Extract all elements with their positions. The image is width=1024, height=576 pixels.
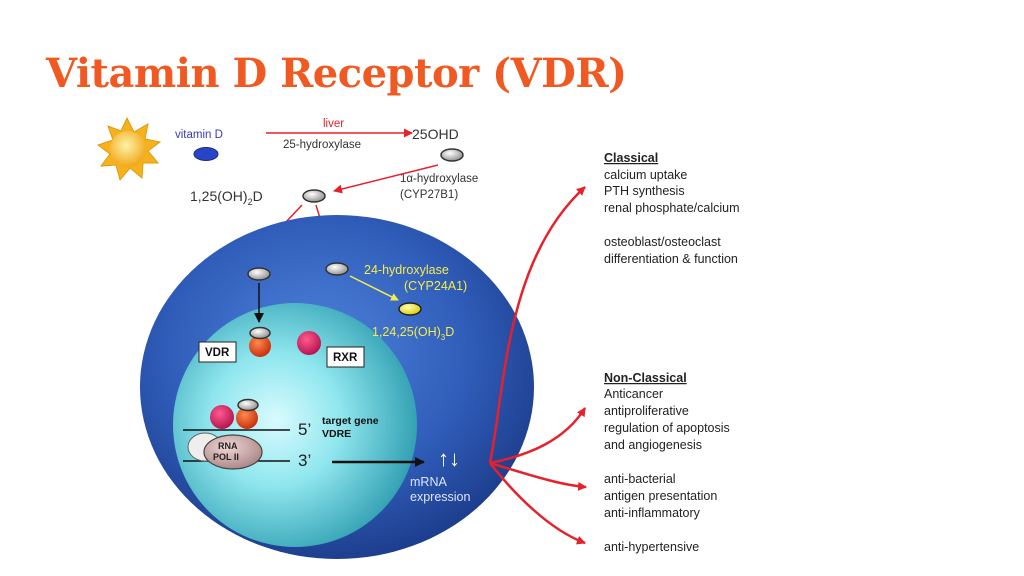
non-classical-item: antiproliferative [604,404,689,418]
target-gene-label: target gene [322,415,379,427]
non-classical-item: anti-inflammatory [604,506,701,520]
vdr-label-box [198,341,237,363]
ligand-cytoplasm-right [325,262,349,276]
pol-label: POL II [213,452,239,462]
vdr-label: VDR [205,347,230,359]
effect-arrows [488,186,587,545]
non-classical-item: Anticancer [604,387,663,401]
arrow-to-immune [489,461,587,491]
rxr-label: RXR [333,352,358,364]
hydroxylase-24-label: 24-hydroxylase [364,263,449,277]
sun-icon [96,116,162,182]
mrna-label: mRNA [410,475,447,489]
ohd25-label: 25OHD [412,126,459,142]
activation-arrow [333,164,439,194]
non-classical-heading: Non-Classical [604,371,687,385]
nucleus [173,303,417,547]
metabolite-molecule [398,302,422,316]
cyp24a1-label: (CYP24A1) [404,279,467,293]
rna-label: RNA [218,441,238,451]
vitamin-d-label: vitamin D [175,129,223,141]
ligand-on-dna [237,398,259,412]
page-title: Vitamin D Receptor (VDR) [46,50,627,97]
non-classical-item: anti-bacterial [604,472,676,486]
calcitriol-molecule [302,189,326,203]
metabolite-label: 1,24,25(OH)3D [372,325,454,342]
ohd25-molecule [440,148,464,162]
expression-label: expression [410,490,470,504]
non-classical-item: regulation of apoptosis [604,421,730,435]
classical-effects: Classical calcium uptake PTH synthesis r… [604,151,740,266]
catabolism-arrow [349,275,399,301]
vdr-on-dna [236,407,258,429]
arrow-to-hypertensive [489,462,586,545]
arrow-to-anticancer [489,407,587,465]
cyp27b1-label: (CYP27B1) [400,189,458,201]
non-classical-item: and angiogenesis [604,438,702,452]
liver-label: liver [323,118,344,130]
classical-heading: Classical [604,151,658,165]
rxr-on-dna [210,405,234,429]
non-classical-effects: Non-Classical Anticancer antiproliferati… [604,371,730,554]
rxr-protein [297,331,321,355]
vdr-bound-ligand [249,326,271,340]
classical-item: PTH synthesis [604,184,685,198]
vitamin-d-molecule [193,147,219,161]
mrna-regulation-arrows: ↑↓ [438,446,460,471]
arrow-to-classical [488,186,586,464]
classical-item: calcium uptake [604,168,687,182]
classical-item: renal phosphate/calcium [604,201,740,215]
vdre-label: VDRE [322,428,351,440]
vdr-protein [249,335,271,357]
rna-pol-ii [203,434,263,470]
three-prime-label: 3’ [298,451,311,470]
rxr-label-box [326,346,365,368]
hydroxylase-1a-label: 1α-hydroxylase [400,173,478,185]
five-prime-label: 5’ [298,420,311,439]
calcitriol-label: 1,25(OH)2D [190,188,263,207]
hydroxylase-25-label: 25-hydroxylase [283,139,361,151]
non-classical-item: antigen presentation [604,489,717,503]
classical-item: osteoblast/osteoclast [604,235,721,249]
classical-item: differentiation & function [604,252,738,266]
non-classical-item: anti-hypertensive [604,540,699,554]
ligand-cytoplasm-left [247,267,271,281]
